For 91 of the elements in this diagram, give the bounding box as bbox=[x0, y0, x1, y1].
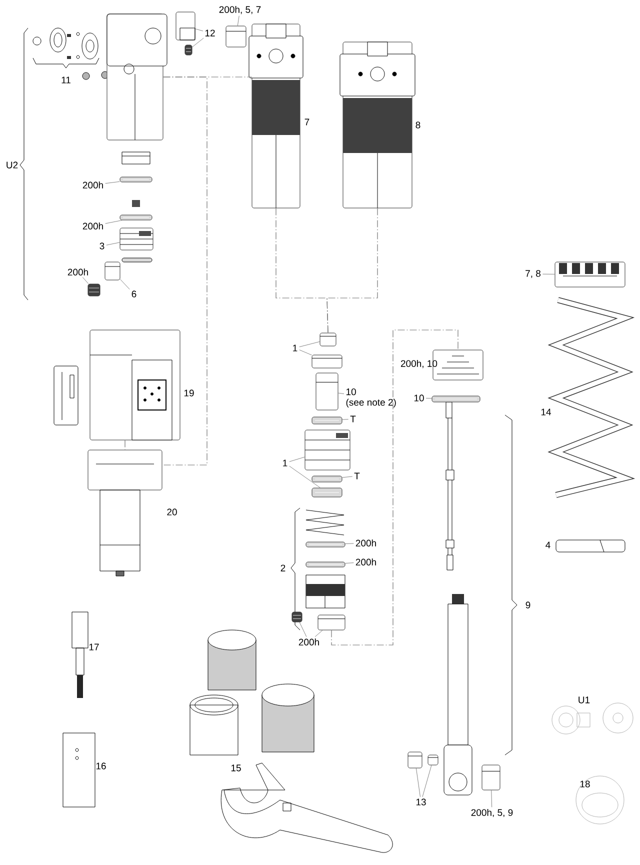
leader-line bbox=[299, 341, 320, 348]
leader-line bbox=[299, 350, 312, 356]
assembly-line bbox=[331, 330, 458, 646]
callout-number: 200h, 10 bbox=[400, 360, 438, 368]
leader-line bbox=[491, 790, 492, 808]
o-ring-drawing bbox=[120, 176, 152, 182]
callout-number: 7 bbox=[304, 118, 310, 126]
leader-line bbox=[289, 466, 320, 488]
assembly-line bbox=[326, 208, 378, 334]
screw-drawing bbox=[184, 44, 192, 56]
leader-line bbox=[105, 181, 120, 184]
leader-line bbox=[345, 543, 354, 544]
callout-number: 13 bbox=[416, 798, 426, 806]
callout-number: 4 bbox=[546, 542, 550, 548]
part-drawing bbox=[482, 764, 500, 790]
callout-number: 200h bbox=[356, 540, 376, 546]
callout-number: 10 (see note 2) bbox=[346, 388, 396, 408]
part-drawing bbox=[312, 354, 342, 368]
lever-drawing bbox=[176, 12, 196, 40]
leader-line bbox=[192, 38, 204, 48]
o-ring-drawing bbox=[312, 476, 342, 482]
callout-number: 17 bbox=[89, 644, 99, 650]
callout-number: 1 bbox=[293, 344, 298, 352]
part-drawing bbox=[320, 332, 336, 346]
leader-line bbox=[106, 242, 120, 246]
part-drawing bbox=[226, 26, 246, 48]
callout-number: T bbox=[354, 472, 360, 480]
leader-line bbox=[342, 476, 353, 478]
callout-number: 9 bbox=[526, 602, 530, 608]
reservoir-drawing bbox=[106, 14, 168, 140]
spring-retainer-drawing bbox=[554, 262, 626, 288]
assembly-line bbox=[124, 440, 126, 450]
o-ring-drawing bbox=[312, 416, 342, 424]
shock-body-drawing bbox=[340, 42, 416, 208]
o-ring-drawing bbox=[432, 396, 480, 402]
callout-number: 16 bbox=[96, 762, 106, 770]
callout-number: 200h, 5, 7 bbox=[219, 6, 261, 14]
leader-line bbox=[120, 279, 130, 290]
o-ring-drawing bbox=[306, 562, 346, 568]
leader-line bbox=[82, 277, 89, 284]
callout-number: 200h bbox=[82, 182, 103, 188]
leader-line bbox=[299, 622, 307, 637]
leader-line bbox=[105, 220, 122, 224]
callout-number: 3 bbox=[100, 242, 104, 250]
leader-line bbox=[195, 28, 204, 32]
callout-number: 1 bbox=[283, 460, 288, 466]
callout-number: 18 bbox=[580, 780, 590, 788]
leader-line bbox=[342, 419, 349, 420]
o-ring-drawing bbox=[306, 542, 346, 548]
callout-number: 14 bbox=[541, 408, 551, 416]
leader-line bbox=[314, 630, 323, 637]
shock-body-drawing bbox=[248, 24, 304, 208]
callout-number: 7, 8 bbox=[526, 270, 540, 278]
part-drawing bbox=[408, 752, 422, 768]
callout-number: 200h bbox=[298, 638, 319, 646]
piston-drawing bbox=[304, 430, 350, 470]
leader-line bbox=[289, 456, 305, 462]
callout-number: 12 bbox=[205, 30, 215, 36]
callout-number: U1 bbox=[578, 696, 590, 704]
callout-number: T bbox=[350, 416, 356, 422]
callout-number: 6 bbox=[132, 290, 136, 298]
o-ring-drawing bbox=[120, 214, 152, 220]
o-ring-drawing bbox=[312, 488, 342, 498]
callout-number: U2 bbox=[6, 162, 18, 168]
piston-drawing bbox=[120, 228, 154, 250]
part-drawing bbox=[316, 372, 338, 410]
callout-number: 8 bbox=[416, 122, 420, 128]
callout-number: 19 bbox=[184, 390, 194, 396]
callout-number: 15 bbox=[231, 764, 241, 772]
part-drawing bbox=[104, 262, 120, 280]
leader-line bbox=[237, 16, 240, 26]
callout-number: 20 bbox=[167, 508, 177, 516]
leader-line bbox=[422, 765, 432, 798]
damper-unit-drawing bbox=[88, 450, 162, 576]
callout-number: 2 bbox=[280, 564, 286, 572]
callout-number: 200h bbox=[68, 268, 88, 276]
housing-drawing bbox=[90, 330, 180, 440]
callout-number: 200h bbox=[82, 222, 103, 230]
callout-number: 200h bbox=[356, 558, 376, 566]
leader-line bbox=[338, 392, 344, 394]
screw-drawing bbox=[292, 612, 302, 622]
part-drawing bbox=[428, 754, 438, 766]
callout-number: 10 bbox=[414, 394, 424, 402]
leader-line bbox=[426, 398, 432, 399]
assembly-line bbox=[162, 76, 208, 466]
callout-number: 11 bbox=[62, 76, 70, 84]
leader-line bbox=[416, 768, 420, 798]
leader-line bbox=[345, 562, 354, 564]
part-drawing bbox=[318, 614, 346, 630]
callout-number: 200h, 5, 9 bbox=[471, 808, 513, 818]
screw-drawing bbox=[88, 284, 100, 296]
